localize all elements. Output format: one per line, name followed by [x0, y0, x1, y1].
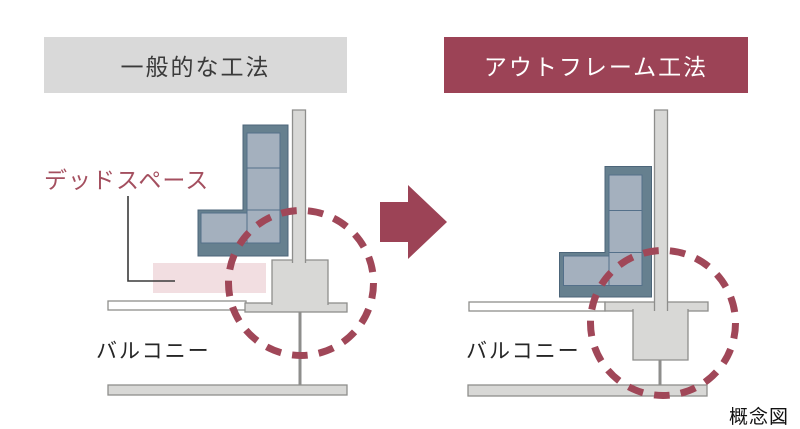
right-column-block-fill	[633, 309, 688, 360]
right-sofa-cushion-top	[608, 174, 643, 211]
left-sofa-cushion-middle	[246, 167, 281, 211]
left-sofa-cushion-corner	[246, 209, 281, 244]
right-column-block-outline	[632, 309, 689, 361]
right-wall-fill	[654, 110, 668, 312]
left-method-header: 一般的な工法	[44, 37, 347, 93]
left-diagram-conventional-method	[107, 109, 377, 396]
left-lower-slab	[107, 384, 348, 396]
dead-space-highlight	[153, 263, 266, 293]
right-emphasis-circle	[587, 247, 739, 399]
right-lower-slab	[467, 384, 708, 397]
left-wall-fill	[292, 110, 306, 263]
left-emphasis-circle	[225, 207, 377, 359]
left-balcony-floor	[107, 300, 247, 311]
left-method-title: 一般的な工法	[120, 54, 271, 80]
right-balcony-floor	[468, 301, 606, 312]
right-method-title: アウトフレーム工法	[483, 54, 709, 80]
right-method-header: アウトフレーム工法	[444, 37, 748, 93]
dead-space-label: デッドスペース	[44, 167, 210, 193]
left-balcony-label: バルコニー	[96, 340, 211, 363]
right-arrow-icon	[380, 185, 447, 259]
left-sofa-cushion-arm	[200, 212, 248, 244]
left-wall-outline	[291, 109, 307, 263]
right-balcony-label: バルコニー	[466, 340, 581, 363]
right-diagram-outframe-method	[467, 109, 739, 399]
footnote-label: 概念図	[729, 407, 790, 428]
left-sofa-cushion-top	[246, 132, 281, 169]
dead-space-leader-line	[127, 196, 175, 282]
right-sofa-cushion-middle	[608, 210, 643, 253]
right-wall-outline	[653, 109, 669, 311]
left-column-block-fill	[272, 260, 328, 305]
